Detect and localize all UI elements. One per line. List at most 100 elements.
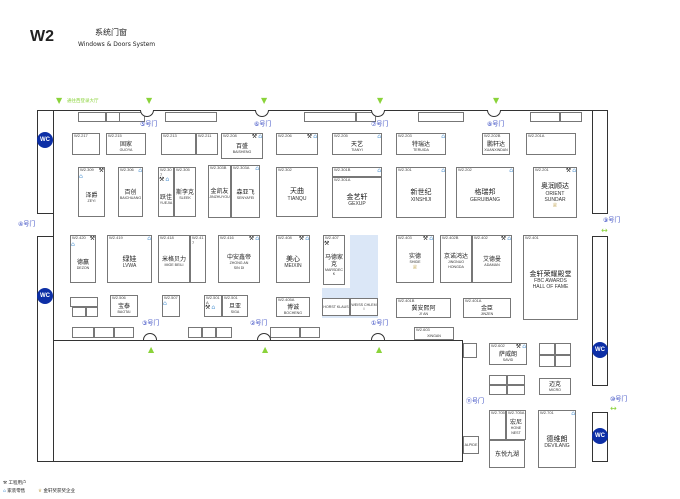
booth[interactable]: W2.206⚒⌂ bbox=[276, 133, 318, 155]
booth-small[interactable] bbox=[78, 112, 106, 122]
booth-small[interactable] bbox=[216, 327, 232, 338]
booth-body bbox=[205, 311, 221, 316]
booth-header: W2.401 bbox=[524, 236, 577, 241]
booth-small[interactable] bbox=[539, 355, 555, 367]
booth-number: W2.301 bbox=[398, 167, 412, 172]
booth[interactable]: WEISS CHLEMI bbox=[350, 298, 378, 316]
door-2[interactable] bbox=[257, 333, 271, 340]
booth-small[interactable] bbox=[530, 112, 560, 122]
booth-small[interactable] bbox=[418, 112, 464, 122]
exhibitor-name-cn: 金臣 bbox=[480, 304, 493, 312]
booth-small[interactable] bbox=[489, 385, 507, 395]
booth-small[interactable] bbox=[114, 327, 134, 338]
booth[interactable]: W2.417 bbox=[190, 235, 206, 283]
booth-small[interactable] bbox=[356, 112, 376, 122]
booth[interactable]: W2.217 bbox=[72, 133, 100, 155]
booth[interactable]: ALPIDE bbox=[463, 436, 479, 454]
booth-small[interactable] bbox=[270, 327, 300, 338]
booth-small[interactable] bbox=[72, 307, 86, 317]
wc-icon: WC bbox=[592, 428, 608, 444]
house-icon: ⌂ bbox=[441, 133, 445, 140]
booth[interactable]: W2.705 bbox=[489, 410, 506, 440]
booth-small[interactable] bbox=[72, 327, 94, 338]
booth[interactable]: W2.213 bbox=[161, 133, 196, 155]
booth-small[interactable] bbox=[507, 375, 525, 385]
booth-number: W2.419 bbox=[109, 235, 123, 240]
door-label-7: ⑦号门 bbox=[371, 121, 389, 128]
booth-small[interactable] bbox=[463, 343, 477, 358]
booth-small[interactable] bbox=[539, 343, 555, 355]
exhibitor-name-cn: 德赢 bbox=[76, 259, 89, 267]
exhibitor-name-en: GERUIBANG bbox=[469, 196, 500, 203]
booth-small[interactable] bbox=[94, 327, 114, 338]
booth[interactable]: W2.201A bbox=[526, 133, 576, 155]
booth[interactable]: W2.507⌂ bbox=[162, 295, 180, 317]
booth[interactable]: W2.211 bbox=[196, 133, 218, 155]
exhibitor-name-en: DEZON bbox=[76, 266, 90, 271]
booth-small[interactable] bbox=[555, 343, 571, 355]
booth-number: W2.301A bbox=[334, 177, 351, 182]
booth-small[interactable] bbox=[86, 307, 98, 317]
booth-small[interactable] bbox=[300, 327, 320, 338]
booth[interactable]: W2.301B⌂ bbox=[332, 167, 382, 177]
booth-small[interactable] bbox=[560, 112, 582, 122]
exhibitor-name-cn: 京诺鸿达 bbox=[443, 253, 468, 261]
booth[interactable]: W2.501A⚒⌂ bbox=[204, 295, 222, 317]
exhibitor-name-cn: 旦亚 bbox=[228, 302, 241, 310]
booth-small[interactable] bbox=[202, 327, 216, 338]
booth-small[interactable] bbox=[70, 297, 98, 307]
booth[interactable]: HORST KLAUS bbox=[322, 298, 350, 316]
door-1[interactable] bbox=[371, 333, 385, 340]
booth-small[interactable] bbox=[489, 375, 507, 385]
booth-small[interactable] bbox=[555, 355, 571, 367]
booth-small[interactable] bbox=[188, 327, 202, 338]
exhibitor-name-cn: 宏尼 bbox=[509, 419, 522, 427]
door-3[interactable] bbox=[143, 333, 157, 340]
booth-small[interactable] bbox=[119, 112, 145, 122]
booth-small[interactable] bbox=[304, 112, 356, 122]
booth-small[interactable] bbox=[507, 385, 525, 395]
booth-small[interactable] bbox=[106, 112, 120, 122]
booth[interactable]: 东悦九湖 bbox=[489, 440, 525, 468]
highlight-zone bbox=[350, 235, 378, 288]
booth-small[interactable] bbox=[165, 112, 217, 122]
